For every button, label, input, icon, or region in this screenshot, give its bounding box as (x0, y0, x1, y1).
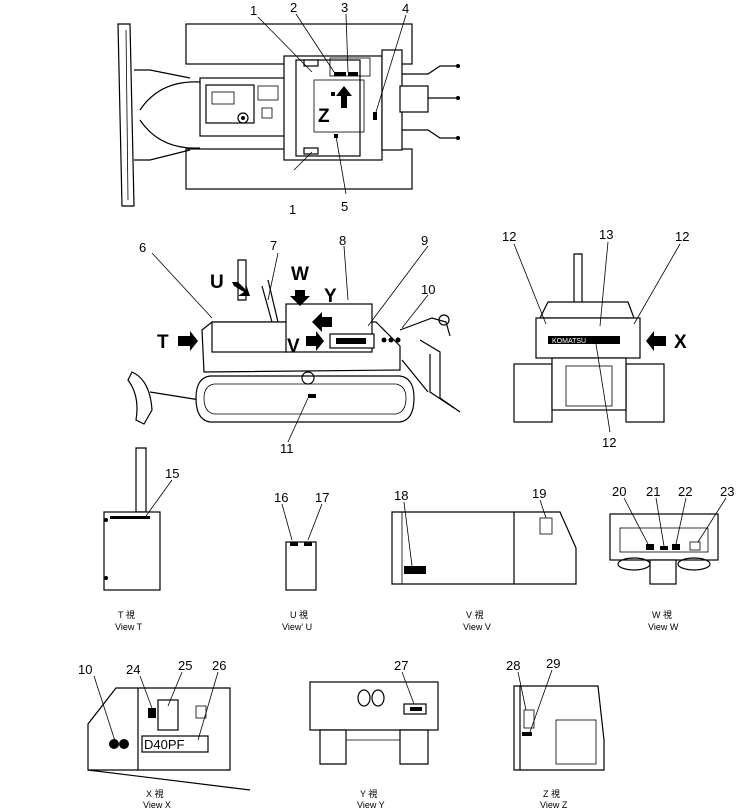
callout-2: 2 (290, 0, 297, 15)
caption-x-jp: X 視 (146, 788, 164, 799)
callout-11: 11 (280, 441, 294, 456)
top-view: Z 1 2 3 4 1 5 (117, 0, 460, 217)
side-view: T U W Y V 6 7 8 9 10 11 (127, 233, 461, 456)
callout-10-side: 10 (421, 282, 435, 297)
caption-y-en: View Y (357, 800, 385, 810)
callout-24: 24 (126, 662, 140, 677)
caption-v-en: View V (463, 622, 491, 632)
callout-26: 26 (212, 658, 226, 673)
callout-1-top: 1 (250, 3, 257, 18)
callout-15: 15 (165, 466, 179, 481)
callout-4: 4 (402, 1, 409, 16)
callout-16: 16 (274, 490, 288, 505)
view-w: 20 21 22 23 W 視 View W (609, 484, 734, 632)
callout-13: 13 (599, 227, 613, 242)
view-w-letter: W (291, 264, 309, 285)
callout-3: 3 (341, 0, 348, 15)
callout-28: 28 (506, 658, 520, 673)
callout-18: 18 (394, 488, 408, 503)
callout-17: 17 (315, 490, 329, 505)
view-z: 28 29 Z 視 View Z (506, 656, 605, 810)
view-t-letter: T (157, 332, 169, 353)
caption-y-jp: Y 視 (360, 788, 377, 799)
callout-12-left: 12 (502, 229, 516, 244)
view-y-letter: Y (324, 286, 337, 307)
callout-21: 21 (646, 484, 660, 499)
callout-23: 23 (720, 484, 734, 499)
view-v-letter: V (287, 336, 300, 357)
callout-9: 9 (421, 233, 428, 248)
caption-u-en: View' U (282, 622, 312, 632)
callout-5: 5 (341, 199, 348, 214)
brand-plate: KOMATSU (552, 338, 586, 345)
callout-1-bottom: 1 (289, 202, 296, 217)
callout-6: 6 (139, 240, 146, 255)
view-y: 27 Y 視 View Y (309, 658, 439, 810)
caption-w-jp: W 視 (652, 609, 672, 620)
caption-x-en: View X (143, 800, 171, 810)
view-t: 15 T 視 View T (103, 447, 179, 632)
callout-22: 22 (678, 484, 692, 499)
callout-7: 7 (270, 238, 277, 253)
view-x: D40PF 10 24 25 26 X 視 View X (78, 658, 251, 810)
callout-8: 8 (339, 233, 346, 248)
caption-w-en: View W (648, 622, 679, 632)
caption-t-jp: T 視 (118, 609, 135, 620)
view-z-letter: Z (318, 106, 330, 127)
caption-t-en: View T (115, 622, 143, 632)
model-plate: D40PF (144, 737, 185, 752)
caption-u-jp: U 視 (290, 609, 308, 620)
callout-27: 27 (394, 658, 408, 673)
caption-v-jp: V 視 (466, 609, 484, 620)
callout-20: 20 (612, 484, 626, 499)
callout-25: 25 (178, 658, 192, 673)
callout-19: 19 (532, 486, 546, 501)
rear-view: KOMATSU X 12 13 12 12 (502, 227, 689, 450)
caption-z-en: View Z (540, 800, 568, 810)
view-u-letter: U (210, 272, 224, 293)
caption-z-jp: Z 視 (543, 788, 560, 799)
callout-12-bottom: 12 (602, 435, 616, 450)
callout-10-x: 10 (78, 662, 92, 677)
view-x-letter: X (674, 332, 687, 353)
callout-29: 29 (546, 656, 560, 671)
callout-12-right: 12 (675, 229, 689, 244)
view-v: 18 19 V 視 View V (391, 486, 577, 632)
view-u: 16 17 U 視 View' U (274, 490, 329, 632)
